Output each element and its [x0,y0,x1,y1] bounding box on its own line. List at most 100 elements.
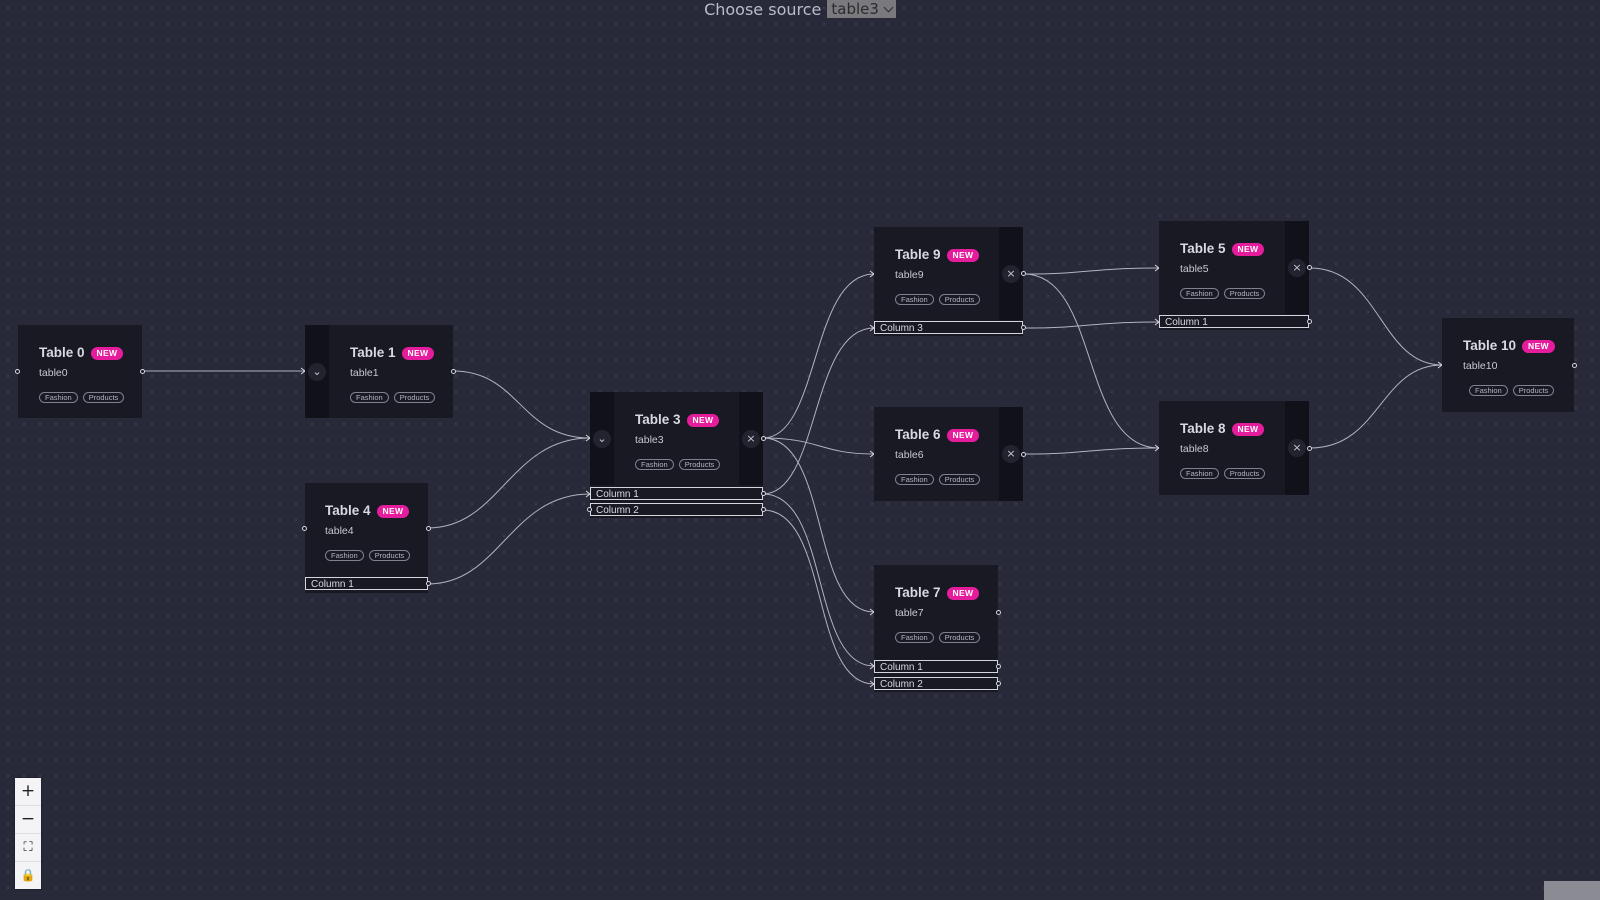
close-icon[interactable]: × [742,429,760,448]
node-table-id: table4 [325,525,354,537]
column-source-handle[interactable] [1021,325,1026,330]
source-handle[interactable] [451,369,456,374]
node-table-id: table8 [1180,443,1209,455]
column-target-handle[interactable] [587,507,592,512]
lock-icon[interactable]: 🔒 [20,868,36,882]
close-icon[interactable]: × [1288,258,1306,277]
source-handle[interactable] [1307,446,1312,451]
fit-view-icon[interactable]: ⛶ [15,834,41,862]
tag-fashion: Fashion [895,474,934,485]
edge-t9-t5 [1023,267,1160,275]
source-handle[interactable] [140,369,145,374]
column-source-handle[interactable] [1307,319,1312,324]
tag-fashion: Fashion [895,294,934,305]
edge-t6-t8 [1023,447,1160,455]
tag-fashion: Fashion [325,550,364,561]
source-handle[interactable] [1307,265,1312,270]
zoom-in-button[interactable]: + [15,778,41,806]
node-right-strip: × [999,227,1023,320]
flow-controls: + − ⛶ 🔒 [15,778,41,889]
source-handle[interactable] [761,436,766,441]
new-badge: NEW [1522,340,1555,353]
node-right-strip: × [1285,221,1309,314]
source-handle[interactable] [1021,452,1026,457]
tag-products: Products [82,392,125,403]
edge-t4c1-t3c1 [427,493,591,585]
choose-source-label: Choose source [704,0,822,19]
new-badge: NEW [1231,423,1265,436]
new-badge: NEW [1231,243,1265,256]
close-icon[interactable]: × [1002,445,1020,463]
tag-fashion: Fashion [635,459,674,470]
source-handle[interactable] [1021,271,1026,276]
tag-products: Products [368,550,411,561]
edge-t8-t10 [1309,364,1443,449]
node-table-id: table0 [39,367,68,379]
source-select[interactable]: table3 [827,0,896,18]
target-handle[interactable] [302,526,307,531]
column-row[interactable]: Column 1 [874,660,998,673]
zoom-out-button[interactable]: − [15,806,41,834]
tag-products: Products [1512,385,1555,396]
tag-products: Products [393,392,436,403]
new-badge: NEW [90,347,124,360]
tag-fashion: Fashion [1180,468,1219,479]
column-row[interactable]: Column 1 [590,487,763,500]
collapse-icon[interactable]: ⌄ [308,362,326,381]
collapse-icon[interactable]: ⌄ [593,429,611,448]
tag-fashion: Fashion [895,632,934,643]
edge-t3c2-t7c2 [762,509,875,685]
target-handle[interactable] [15,369,20,374]
source-select-value: table3 [831,0,879,18]
column-source-handle[interactable] [426,581,431,586]
edge-t3-t9 [762,273,875,439]
node-right-strip: × [999,407,1023,501]
new-badge: NEW [946,429,980,442]
column-source-handle[interactable] [761,507,766,512]
tag-products: Products [938,474,981,485]
column-row[interactable]: Column 1 [1159,315,1309,328]
node-table-id: table7 [895,607,924,619]
edge-t3c1-t7c1 [762,493,875,667]
node-table-id: table5 [1180,263,1209,275]
column-source-handle[interactable] [761,491,766,496]
edge-t9-t8 [1023,273,1160,449]
source-handle[interactable] [996,610,1001,615]
source-selector-bar: Choose source table3 [0,0,1600,20]
column-source-handle[interactable] [996,664,1001,669]
column-source-handle[interactable] [996,681,1001,686]
source-handle[interactable] [426,526,431,531]
column-row[interactable]: Column 2 [590,503,763,516]
tag-products: Products [938,294,981,305]
node-left-strip: ⌄ [590,392,614,485]
close-icon[interactable]: × [1288,439,1306,457]
column-row[interactable]: Column 3 [874,321,1023,334]
tag-fashion: Fashion [350,392,389,403]
close-icon[interactable]: × [1002,264,1020,283]
edge-t3-t7 [762,437,875,613]
source-handle[interactable] [1572,363,1577,368]
column-row[interactable]: Column 2 [874,677,998,690]
tag-fashion: Fashion [1469,385,1508,396]
node-table-id: table3 [635,434,664,446]
node-table-id: table6 [895,449,924,461]
edge-t5-t10 [1309,267,1443,366]
column-row[interactable]: Column 1 [305,577,428,590]
